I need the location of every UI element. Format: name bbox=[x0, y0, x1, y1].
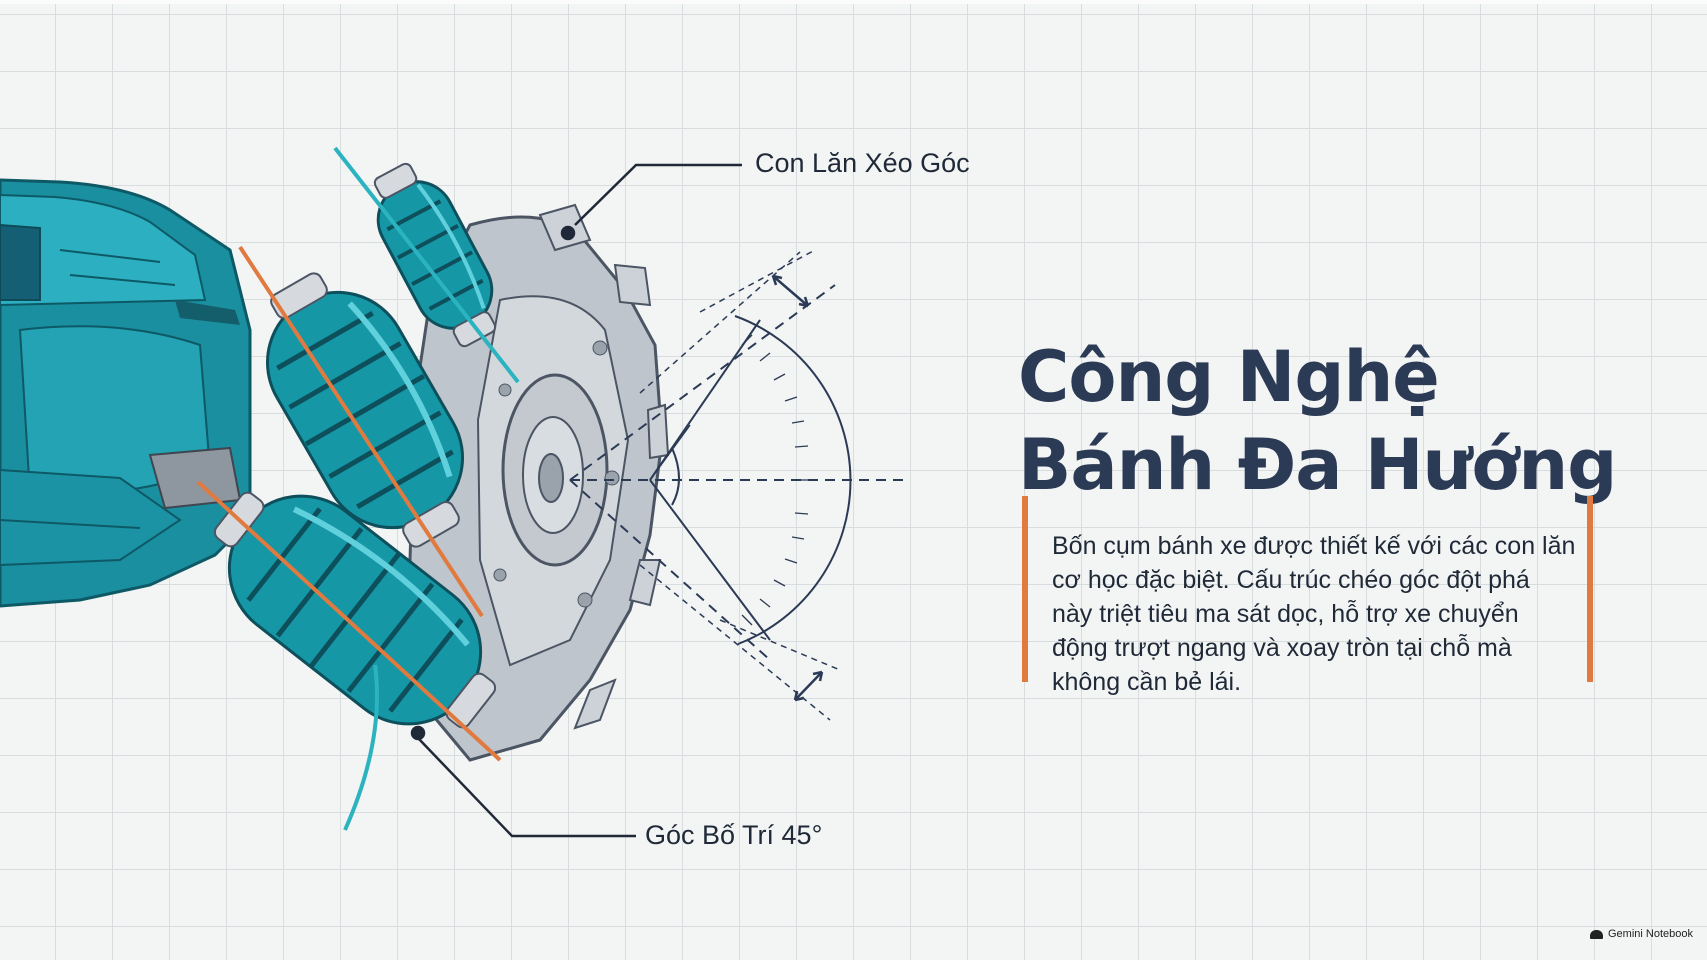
page-title: Công Nghệ Bánh Đa Hướng bbox=[1018, 333, 1658, 509]
description-text: Bốn cụm bánh xe được thiết kế với các co… bbox=[1052, 532, 1576, 696]
rollers bbox=[213, 162, 497, 729]
roller-middle bbox=[266, 272, 464, 548]
callout-angle-label: Góc Bố Trí 45° bbox=[645, 820, 823, 850]
callout-rollers-label: Con Lăn Xéo Góc bbox=[755, 148, 970, 178]
angle-protractor bbox=[569, 249, 905, 721]
title-line-2: Bánh Đa Hướng bbox=[1018, 423, 1617, 506]
callout-leaders bbox=[410, 163, 742, 838]
roller-axis-lines bbox=[196, 146, 520, 831]
accent-bar-right bbox=[1587, 496, 1593, 682]
brand-watermark: Gemini Notebook bbox=[1590, 928, 1693, 940]
brand-label: Gemini Notebook bbox=[1608, 928, 1693, 940]
notebook-icon bbox=[1590, 929, 1603, 939]
title-line-1: Công Nghệ bbox=[1018, 335, 1440, 418]
accent-bar-left bbox=[1022, 496, 1028, 682]
robot-body bbox=[0, 178, 252, 608]
top-strip bbox=[0, 0, 1707, 4]
